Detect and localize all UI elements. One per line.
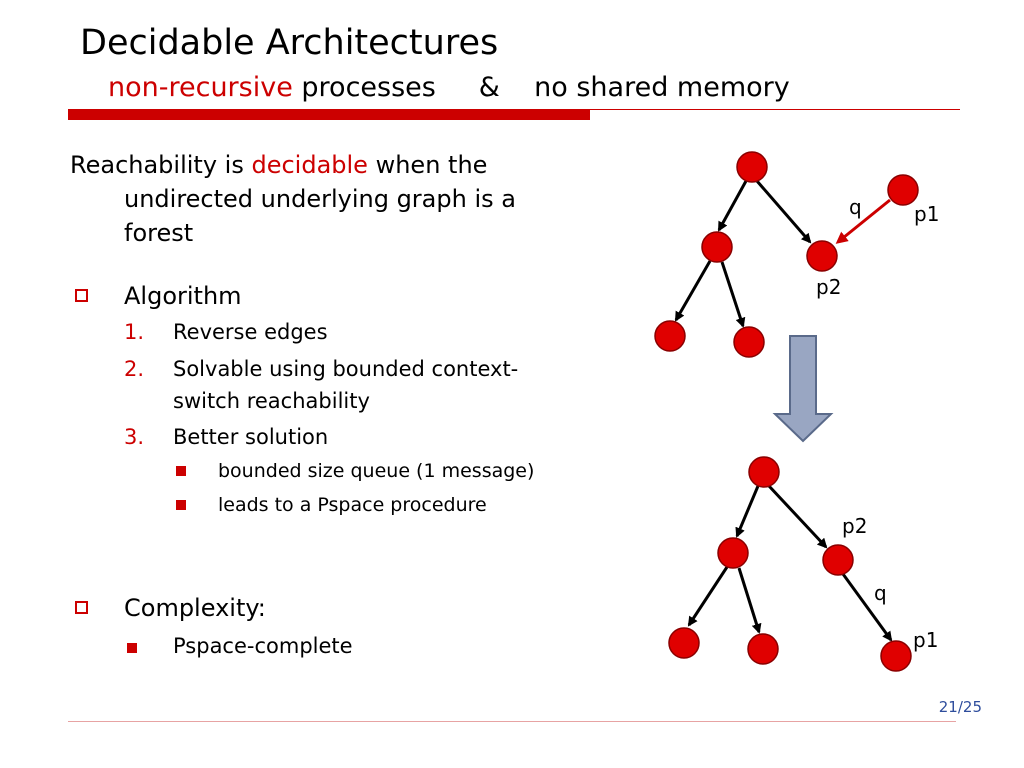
tree-node: [701, 231, 733, 263]
intro-paragraph: Reachability is decidable when the undir…: [70, 148, 600, 250]
edge: [841, 573, 893, 642]
intro-line-2: undirected underlying graph is a: [124, 185, 516, 213]
label-q-bottom: q: [874, 581, 887, 605]
complexity-heading: Complexity:: [124, 594, 266, 622]
step-number: 1.: [124, 320, 145, 344]
edge: [717, 180, 748, 232]
step-text: Better solution: [173, 425, 329, 449]
intro-line-1: Reachability is decidable when the: [70, 148, 600, 182]
intro-highlight: decidable: [251, 151, 368, 179]
square-bullet: [176, 466, 186, 476]
step-number: 3.: [124, 425, 145, 449]
hollow-square-bullet: [75, 601, 88, 614]
slide-subtitle: non-recursive processes & no shared memo…: [108, 70, 790, 106]
edge: [735, 485, 760, 538]
complexity-item: Pspace-complete: [173, 634, 353, 658]
algorithm-heading: Algorithm: [124, 282, 242, 310]
label-q-top: q: [849, 195, 862, 219]
square-bullet: [127, 643, 137, 653]
title-rule-thick: [68, 109, 590, 120]
tree-node: [733, 326, 765, 358]
page-number: 21/25: [938, 698, 982, 716]
step-text-continued: switch reachability: [173, 389, 370, 413]
tree-node: [822, 544, 854, 576]
subtitle-highlight: non-recursive: [108, 72, 293, 103]
step-text: Solvable using bounded context-: [173, 357, 519, 381]
slide-title: Decidable Architectures: [80, 23, 499, 63]
edge: [720, 261, 746, 328]
tree-node: [880, 640, 912, 672]
edge: [755, 180, 812, 244]
edge: [737, 567, 762, 634]
intro-line-3: forest: [124, 219, 194, 247]
intro-text-a: Reachability is: [70, 151, 252, 179]
label-p2-bottom: p2: [842, 514, 867, 538]
subtitle-rest: processes & no shared memory: [292, 72, 790, 103]
square-bullet: [176, 500, 186, 510]
tree-node: [747, 633, 779, 665]
title-rule-thin: [590, 109, 960, 110]
detail-item: bounded size queue (1 message): [218, 460, 535, 482]
message-edge: [835, 198, 891, 244]
tree-node: [717, 537, 749, 569]
intro-text-b: when the: [367, 151, 488, 179]
tree-node: [736, 151, 768, 183]
tree-node: [654, 320, 686, 352]
edge: [687, 566, 729, 627]
edge: [767, 484, 828, 549]
step-number: 2.: [124, 357, 145, 381]
tree-node: [748, 456, 780, 488]
detail-item: leads to a Pspace procedure: [218, 494, 487, 516]
hollow-square-bullet: [75, 289, 88, 302]
label-p1-bottom: p1: [913, 628, 938, 652]
tree-node: [668, 627, 700, 659]
label-p2-top: p2: [816, 275, 841, 299]
label-p1-top: p1: [914, 202, 939, 226]
tree-node: [887, 174, 919, 206]
edge: [674, 260, 712, 322]
transform-arrow-icon: [772, 335, 834, 443]
footer-rule: [68, 721, 956, 722]
tree-node: [806, 240, 838, 272]
step-text: Reverse edges: [173, 320, 328, 344]
